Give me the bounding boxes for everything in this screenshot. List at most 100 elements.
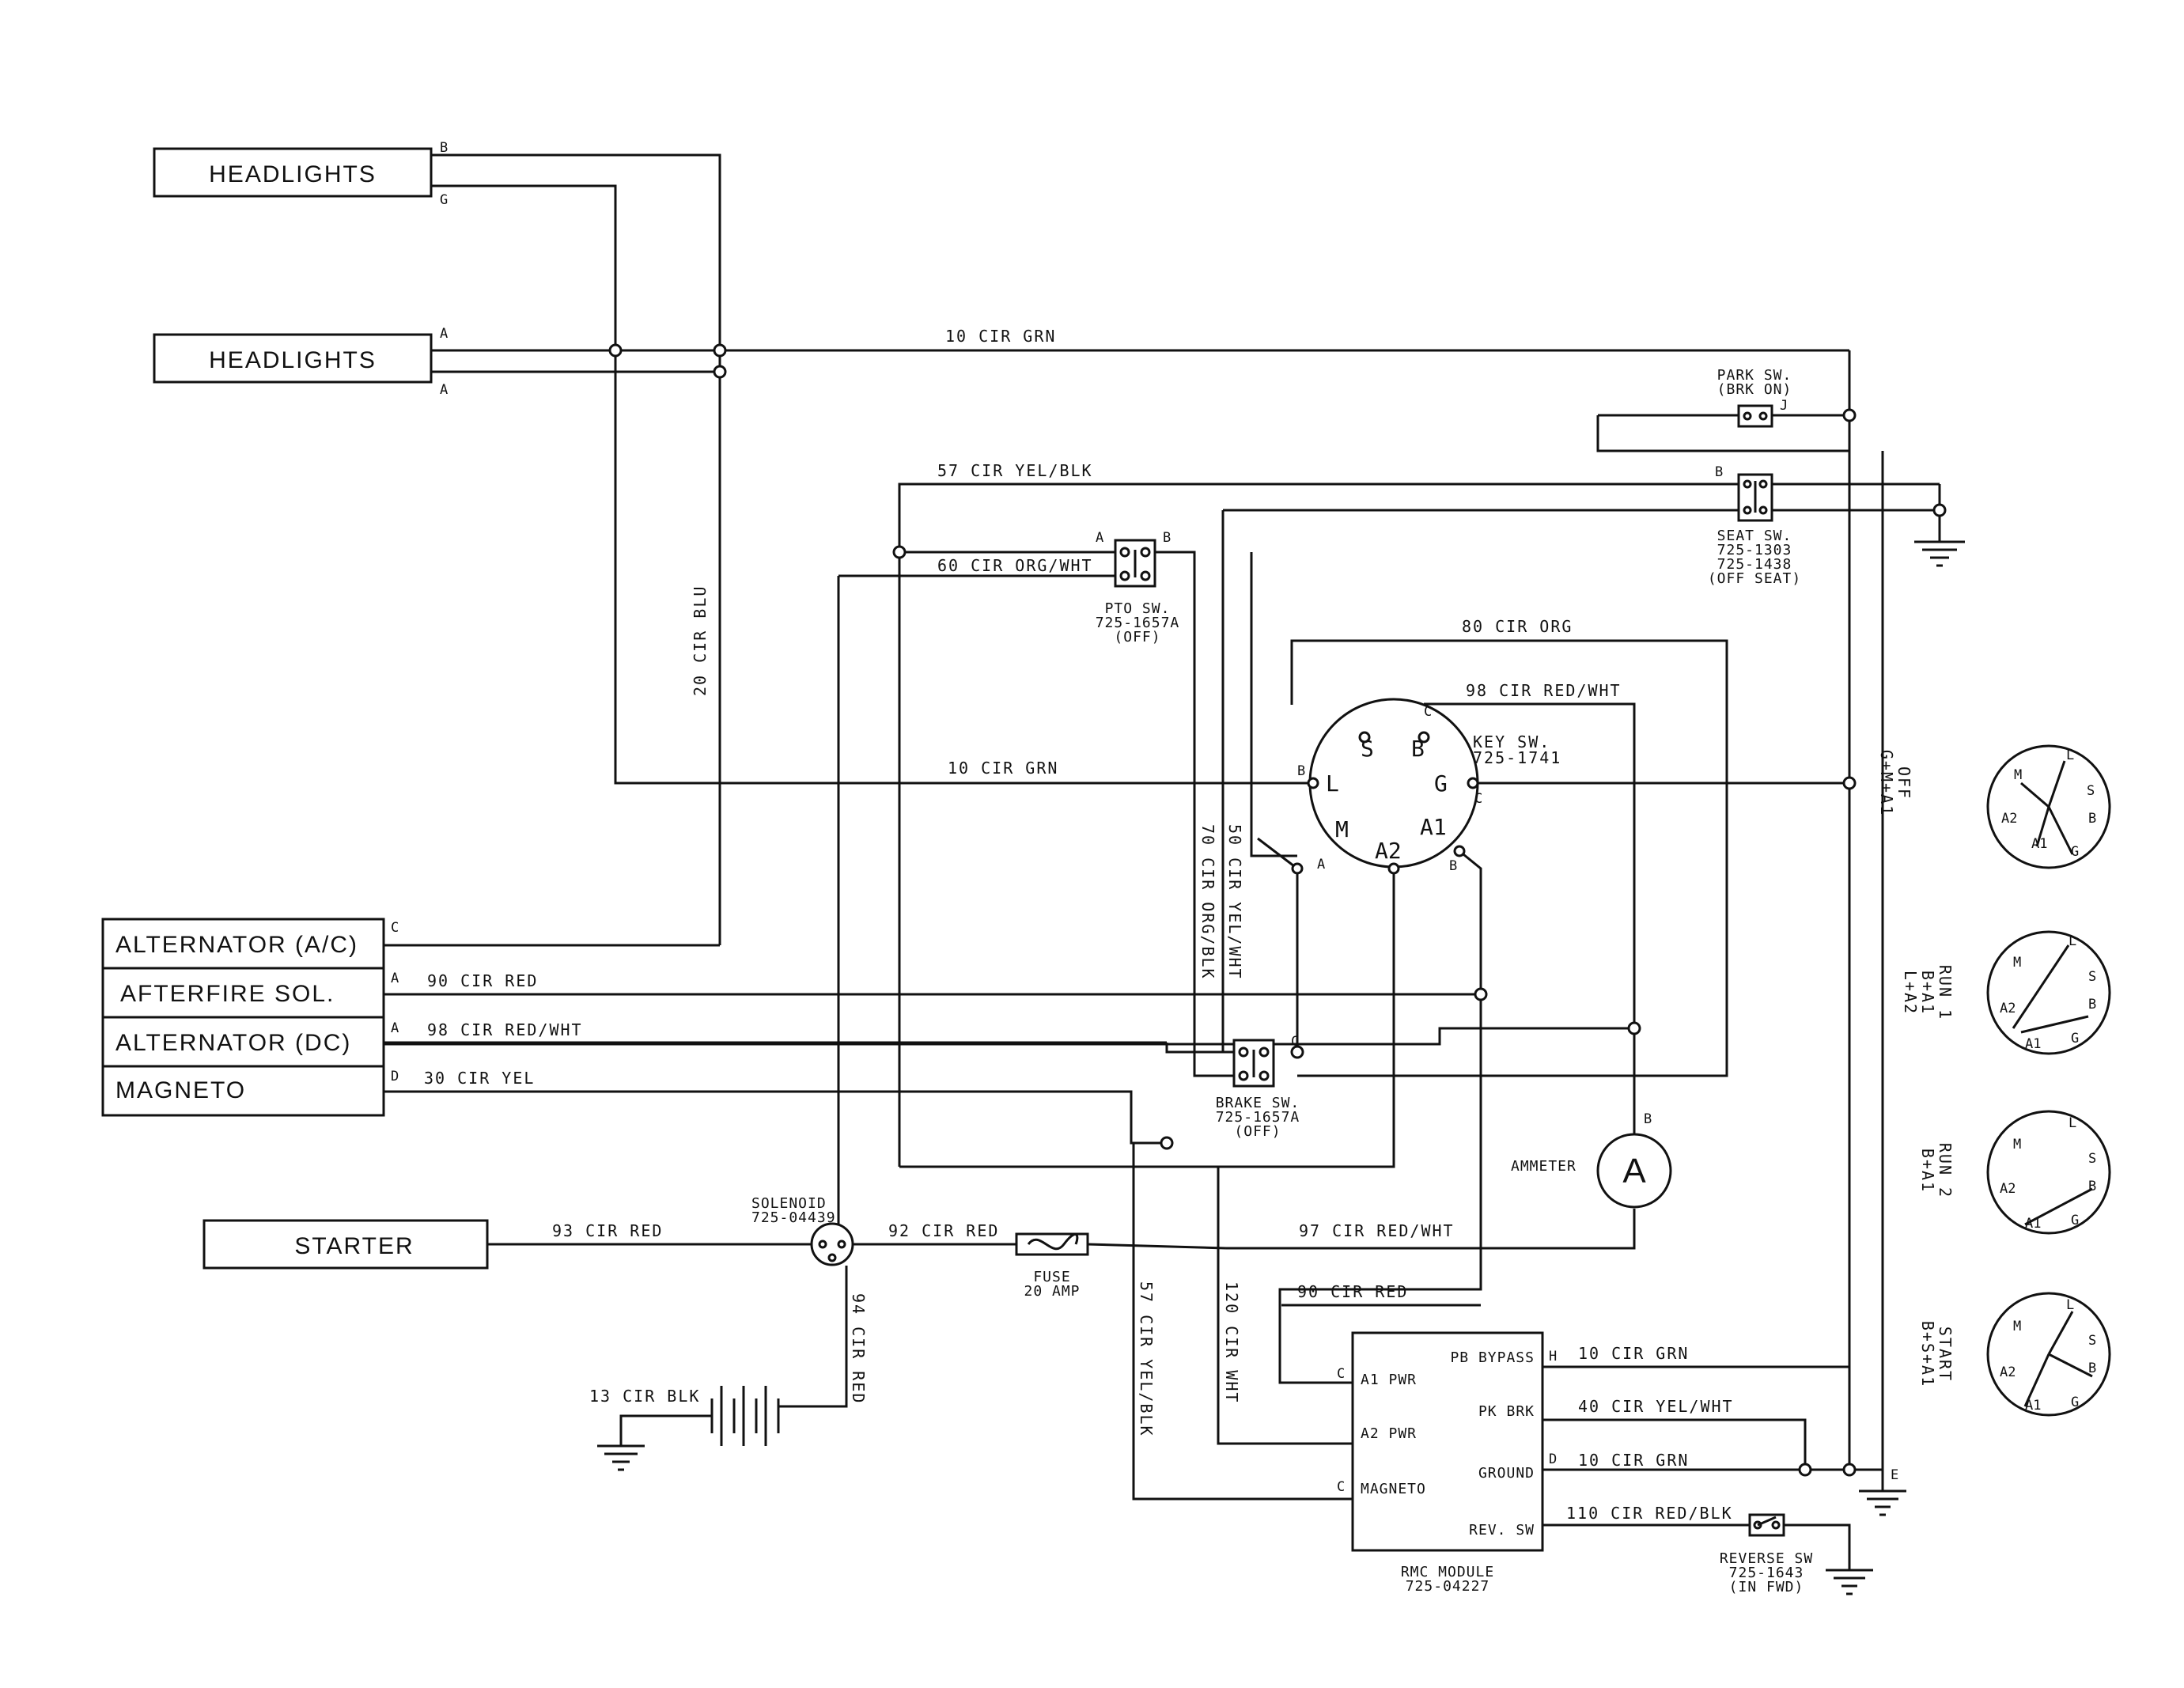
wire-10-grn-top: 10 CIR GRN <box>945 327 1056 346</box>
rmc-part: 725-04227 <box>1406 1578 1490 1595</box>
pto-label: PTO SW. <box>1105 600 1171 617</box>
brake-label: BRAKE SW. <box>1216 1095 1300 1111</box>
dial-start-g: G <box>2071 1395 2079 1410</box>
dial-run2-s: S <box>2088 1151 2096 1167</box>
key-switch: S B L G M A2 A1 C B C A B KEY SW. 725-17… <box>1291 698 1560 875</box>
dial-off-a2: A2 <box>2001 811 2017 827</box>
wire-57-yel-blk-low: 57 CIR YEL/BLK <box>1137 1281 1156 1437</box>
wire-98-red-wht-top: 98 CIR RED/WHT <box>1466 681 1622 700</box>
wire-70-org-blk: 70 CIR ORG/BLK <box>1198 824 1217 980</box>
dial-start-l: L <box>2066 1297 2074 1313</box>
rmc-label: RMC MODULE <box>1401 1564 1494 1580</box>
brake-part: 725-1657A <box>1216 1109 1300 1126</box>
headlights-2: HEADLIGHTS A A <box>153 326 448 398</box>
starter-label: STARTER <box>294 1233 414 1259</box>
dial-start-m: M <box>2013 1319 2021 1334</box>
dial-run2-a2: A2 <box>2000 1181 2016 1197</box>
wire-98-red-wht: 98 CIR RED/WHT <box>427 1020 583 1039</box>
wire-30-yel: 30 CIR YEL <box>424 1069 535 1088</box>
wire-94-red: 94 CIR RED <box>849 1293 868 1404</box>
dial-off-b: B <box>2088 811 2096 827</box>
dial-off-a1: A1 <box>2031 836 2047 852</box>
wire-93-red: 93 CIR RED <box>552 1221 663 1240</box>
solenoid-part: 725-04439 <box>751 1209 836 1226</box>
key-pin-b-bottom: B <box>1449 858 1457 874</box>
key-dial-run2: RUN 2 B+A1 L S B G A1 A2 M <box>1918 1110 2111 1235</box>
dial-off-l: L <box>2066 747 2074 763</box>
seat-switch-pin: B <box>1715 464 1723 480</box>
dial-start-b: B <box>2088 1361 2096 1376</box>
wire-92-red: 92 CIR RED <box>888 1221 999 1240</box>
rmc-pin-d: D <box>1549 1451 1557 1467</box>
wire-80-org: 80 CIR ORG <box>1462 617 1573 636</box>
key-pos-run2-name: RUN 2 <box>1936 1143 1955 1198</box>
afterfire-label: AFTERFIRE SOL. <box>120 981 335 1007</box>
wire-120-wht: 120 CIR WHT <box>1222 1281 1241 1403</box>
dial-run1-b: B <box>2088 997 2096 1012</box>
battery-wire-label: 13 CIR BLK <box>589 1387 700 1406</box>
wires <box>384 153 1941 1570</box>
dial-run1-l: L <box>2069 933 2076 949</box>
left-components-stack: ALTERNATOR (A/C) AFTERFIRE SOL. ALTERNAT… <box>101 918 399 1117</box>
seat-switch: B SEAT SW. 725-1303 725-1438 (OFF SEAT) <box>1708 464 1801 587</box>
wire-labels: 10 CIR GRN 57 CIR YEL/BLK 60 CIR ORG/WHT… <box>424 327 1733 1523</box>
key-position-dials: OFF G+M+A1 L S B G A1 A2 M RUN 1 B+A1 L+… <box>1877 744 2111 1417</box>
key-pin-b-left: B <box>1297 763 1305 779</box>
reverse-switch-label: REVERSE SW <box>1720 1550 1813 1567</box>
pto-state: (OFF) <box>1114 629 1160 645</box>
fuse-rating: 20 AMP <box>1024 1283 1080 1300</box>
key-terminal-l: L <box>1326 770 1339 797</box>
key-pin-a-bottom: A <box>1317 857 1325 872</box>
wire-57-yel-blk: 57 CIR YEL/BLK <box>937 461 1093 480</box>
seat-switch-part2: 725-1438 <box>1717 556 1792 573</box>
reverse-switch-part: 725-1643 <box>1729 1565 1804 1581</box>
ammeter-label: AMMETER <box>1511 1158 1576 1175</box>
seat-switch-label: SEAT SW. <box>1717 528 1792 544</box>
key-pos-start-circuit: B+S+A1 <box>1918 1321 1937 1387</box>
ammeter: A AMMETER B <box>1511 1111 1672 1209</box>
ammeter-pin: B <box>1644 1111 1652 1127</box>
alternator-ac-pin: C <box>391 920 399 936</box>
key-pin-c-top: C <box>1424 704 1432 720</box>
park-switch-state: (BRK ON) <box>1717 381 1792 398</box>
dial-run1-a2: A2 <box>2000 1001 2016 1016</box>
park-switch-label: PARK SW. <box>1717 367 1792 384</box>
brake-switch: C BRAKE SW. 725-1657A (OFF) <box>1216 1034 1300 1140</box>
ground-seat <box>1914 540 1965 567</box>
wire-20-blu: 20 CIR BLU <box>691 585 710 696</box>
key-pos-run2-circuit: B+A1 <box>1918 1149 1937 1193</box>
rmc-rev-sw: REV. SW <box>1469 1522 1535 1539</box>
rmc-module: A1 PWR A2 PWR MAGNETO PB BYPASS PK BRK G… <box>1337 1331 1557 1595</box>
alternator-dc-label: ALTERNATOR (DC) <box>115 1030 351 1056</box>
headlights-1-label: HEADLIGHTS <box>209 161 377 187</box>
wire-110-red-blk: 110 CIR RED/BLK <box>1566 1504 1733 1523</box>
wire-97-red-wht: 97 CIR RED/WHT <box>1299 1221 1455 1240</box>
headlights-1-pin-g: G <box>440 192 448 208</box>
afterfire-pin: A <box>391 971 399 986</box>
key-terminal-a2: A2 <box>1375 838 1402 864</box>
rmc-pk-brk: PK BRK <box>1478 1403 1535 1420</box>
key-pin-c-right: C <box>1474 791 1482 807</box>
key-pos-run1-name: RUN 1 <box>1936 965 1955 1020</box>
rmc-pin-h: H <box>1549 1349 1557 1364</box>
fuse: FUSE 20 AMP <box>1015 1232 1089 1300</box>
seat-switch-state: (OFF SEAT) <box>1708 570 1801 587</box>
starter: STARTER <box>203 1219 489 1270</box>
brake-state: (OFF) <box>1234 1123 1281 1140</box>
key-pos-start-name: START <box>1936 1327 1955 1382</box>
brake-pin-c: C <box>1291 1034 1299 1050</box>
key-pos-off-circuit: G+M+A1 <box>1877 750 1896 816</box>
rmc-a1-pwr: A1 PWR <box>1361 1372 1417 1388</box>
magneto-pin: D <box>391 1069 399 1084</box>
dial-off-s: S <box>2087 783 2095 799</box>
dial-run2-a1: A1 <box>2025 1216 2041 1232</box>
pto-pin-a: A <box>1096 530 1103 546</box>
key-pos-run1-circuit2: L+A2 <box>1901 971 1920 1015</box>
rmc-pb-bypass: PB BYPASS <box>1450 1349 1535 1366</box>
headlights-2-pin-a-top: A <box>440 326 448 342</box>
dial-run1-m: M <box>2013 955 2021 971</box>
rmc-a2-pwr: A2 PWR <box>1361 1425 1417 1442</box>
dial-off-m: M <box>2014 767 2022 783</box>
magneto-label: MAGNETO <box>115 1077 246 1103</box>
wire-60-org-wht: 60 CIR ORG/WHT <box>937 556 1093 575</box>
